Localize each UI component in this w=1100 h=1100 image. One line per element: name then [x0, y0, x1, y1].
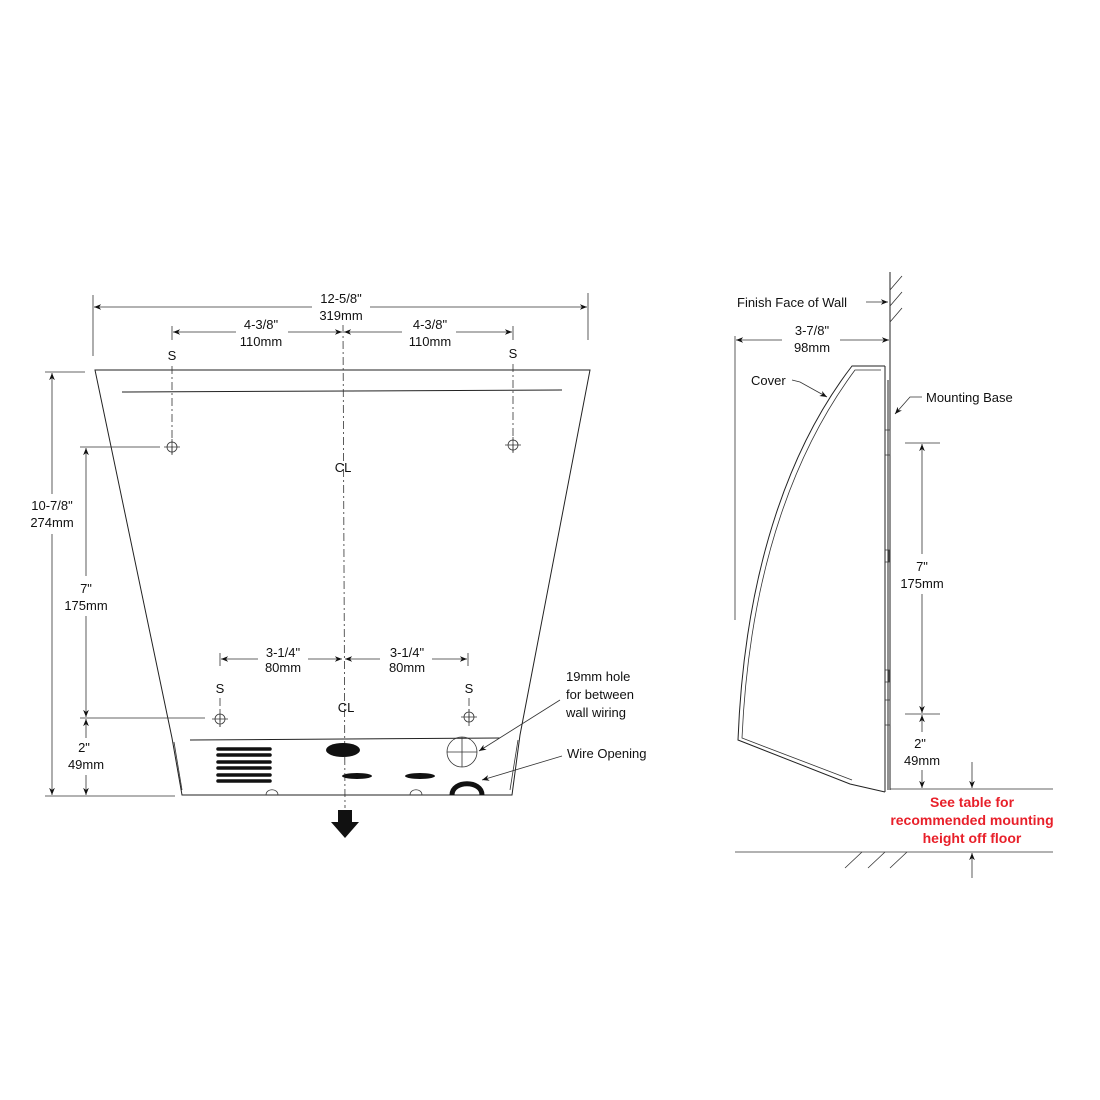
mounting-note-line3: height off floor — [923, 830, 1022, 846]
screw-hole-icon — [212, 711, 228, 727]
top-inner-line — [121, 389, 563, 393]
screw-label: S — [509, 346, 518, 361]
mounting-note-line1: See table for — [930, 794, 1015, 810]
screw-label: S — [465, 681, 474, 696]
slot — [405, 773, 435, 779]
centerline-label: CL — [335, 460, 352, 475]
centerline-label: CL — [338, 700, 355, 715]
top-left-spacing-in: 4-3/8" — [244, 317, 279, 332]
bottom-left-spacing-mm: 80mm — [265, 660, 301, 675]
overall-width-mm: 319mm — [319, 308, 362, 323]
hole-label-line2: for between — [566, 687, 634, 702]
bottom-left-spacing-in: 3-1/4" — [266, 645, 301, 660]
wall-label: Finish Face of Wall — [737, 295, 847, 310]
air-vent-slots — [216, 747, 272, 783]
centerline — [342, 324, 346, 809]
wire-opening — [449, 781, 485, 796]
overall-height-in: 10-7/8" — [31, 498, 73, 513]
screw-label: S — [216, 681, 225, 696]
top-right-spacing-in: 4-3/8" — [413, 317, 448, 332]
hole-label-line1: 19mm hole — [566, 669, 630, 684]
screw-hole-icon — [461, 709, 477, 725]
floor-hatch — [844, 851, 908, 869]
bottom-offset-in: 2" — [78, 740, 90, 755]
overall-width-in: 12-5/8" — [320, 291, 362, 306]
screw-hole-icon — [164, 439, 180, 455]
cover-label: Cover — [751, 373, 786, 388]
side-bottom-offset-mm: 49mm — [904, 753, 940, 768]
mounting-base-label: Mounting Base — [926, 390, 1013, 405]
slot — [342, 773, 372, 779]
side-screw-spacing-mm: 175mm — [900, 576, 943, 591]
top-left-spacing-mm: 110mm — [240, 334, 282, 349]
mounting-note-line2: recommended mounting — [890, 812, 1053, 828]
lower-panel-line — [189, 737, 501, 741]
screw-label: S — [168, 348, 177, 363]
cover-profile — [737, 365, 886, 793]
bottom-offset-mm: 49mm — [68, 757, 104, 772]
depth-mm: 98mm — [794, 340, 830, 355]
air-outlet — [326, 743, 360, 757]
dryer-outline — [94, 369, 591, 796]
side-bottom-offset-in: 2" — [914, 736, 926, 751]
wire-opening-label: Wire Opening — [567, 746, 646, 761]
wall-hatch — [889, 275, 903, 323]
side-view: Finish Face of Wall 3-7/8" 98mm Cover Mo… — [734, 272, 1054, 878]
bottom-right-spacing-in: 3-1/4" — [390, 645, 425, 660]
airflow-arrow-icon — [331, 810, 359, 838]
wiring-hole-icon — [446, 736, 478, 768]
screw-spacing-mm: 175mm — [64, 598, 107, 613]
overall-height-mm: 274mm — [30, 515, 73, 530]
hole-label-line3: wall wiring — [565, 705, 626, 720]
mounting-base — [884, 366, 889, 792]
screw-hole-icon — [505, 437, 521, 453]
front-view: 12-5/8" 319mm 4-3/8" 110mm 4-3/8" 110mm … — [30, 291, 646, 838]
top-right-spacing-mm: 110mm — [409, 334, 451, 349]
side-screw-spacing-in: 7" — [916, 559, 928, 574]
screw-spacing-in: 7" — [80, 581, 92, 596]
depth-in: 3-7/8" — [795, 323, 830, 338]
bottom-right-spacing-mm: 80mm — [389, 660, 425, 675]
